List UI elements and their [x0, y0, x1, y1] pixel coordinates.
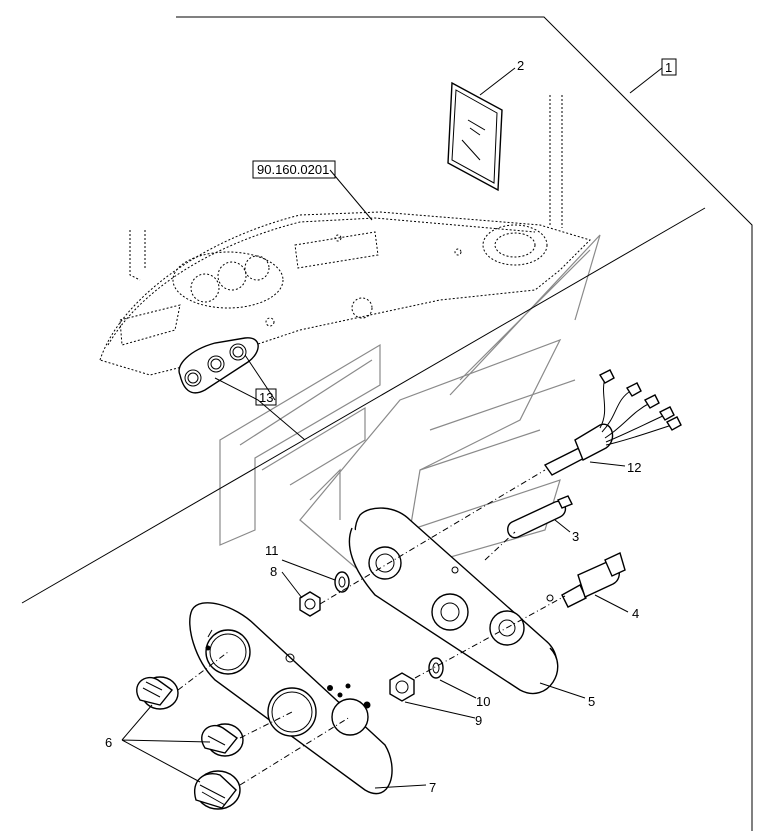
nut-washer-upper: [299, 571, 350, 617]
reference-box: 90.160.0201: [252, 160, 336, 179]
callout-1: 1: [661, 58, 677, 76]
watermark-logo: [219, 234, 601, 581]
callout-11-label: 11: [265, 543, 279, 558]
nut-washer-lower: [389, 657, 444, 702]
callout-3-label: 3: [572, 529, 579, 544]
callout-9-label: 9: [475, 713, 482, 728]
callout-8-label: 8: [270, 564, 277, 579]
knob-top: [136, 676, 179, 710]
callout-10-label: 10: [476, 694, 490, 709]
rear-panel-plate: [348, 507, 559, 695]
switch-part: [561, 552, 626, 608]
dashboard-switch-panel: [178, 337, 259, 394]
callout-6-label: 6: [105, 735, 112, 750]
callout-13-label: 13: [259, 390, 273, 405]
reference-label: 90.160.0201: [257, 162, 329, 177]
leader-lines: [121, 67, 629, 789]
callout-13: 13: [255, 388, 277, 406]
knob-middle: [201, 723, 244, 757]
operator-manual-part: [447, 81, 503, 192]
bulb-part: [507, 495, 573, 539]
knob-parts: [136, 676, 244, 810]
dashboard-outline: [99, 95, 591, 376]
callout-12-label: 12: [627, 460, 641, 475]
assembly-axes: [177, 469, 566, 786]
front-bezel-plate: [189, 602, 393, 795]
callout-2-label: 2: [517, 58, 524, 73]
knob-bottom: [193, 770, 241, 810]
callout-1-label: 1: [665, 60, 672, 75]
frame-lines: [21, 16, 753, 831]
callout-4-label: 4: [632, 606, 639, 621]
harness-sender-part: [543, 369, 682, 476]
callout-5-label: 5: [588, 694, 595, 709]
callout-7-label: 7: [429, 780, 436, 795]
